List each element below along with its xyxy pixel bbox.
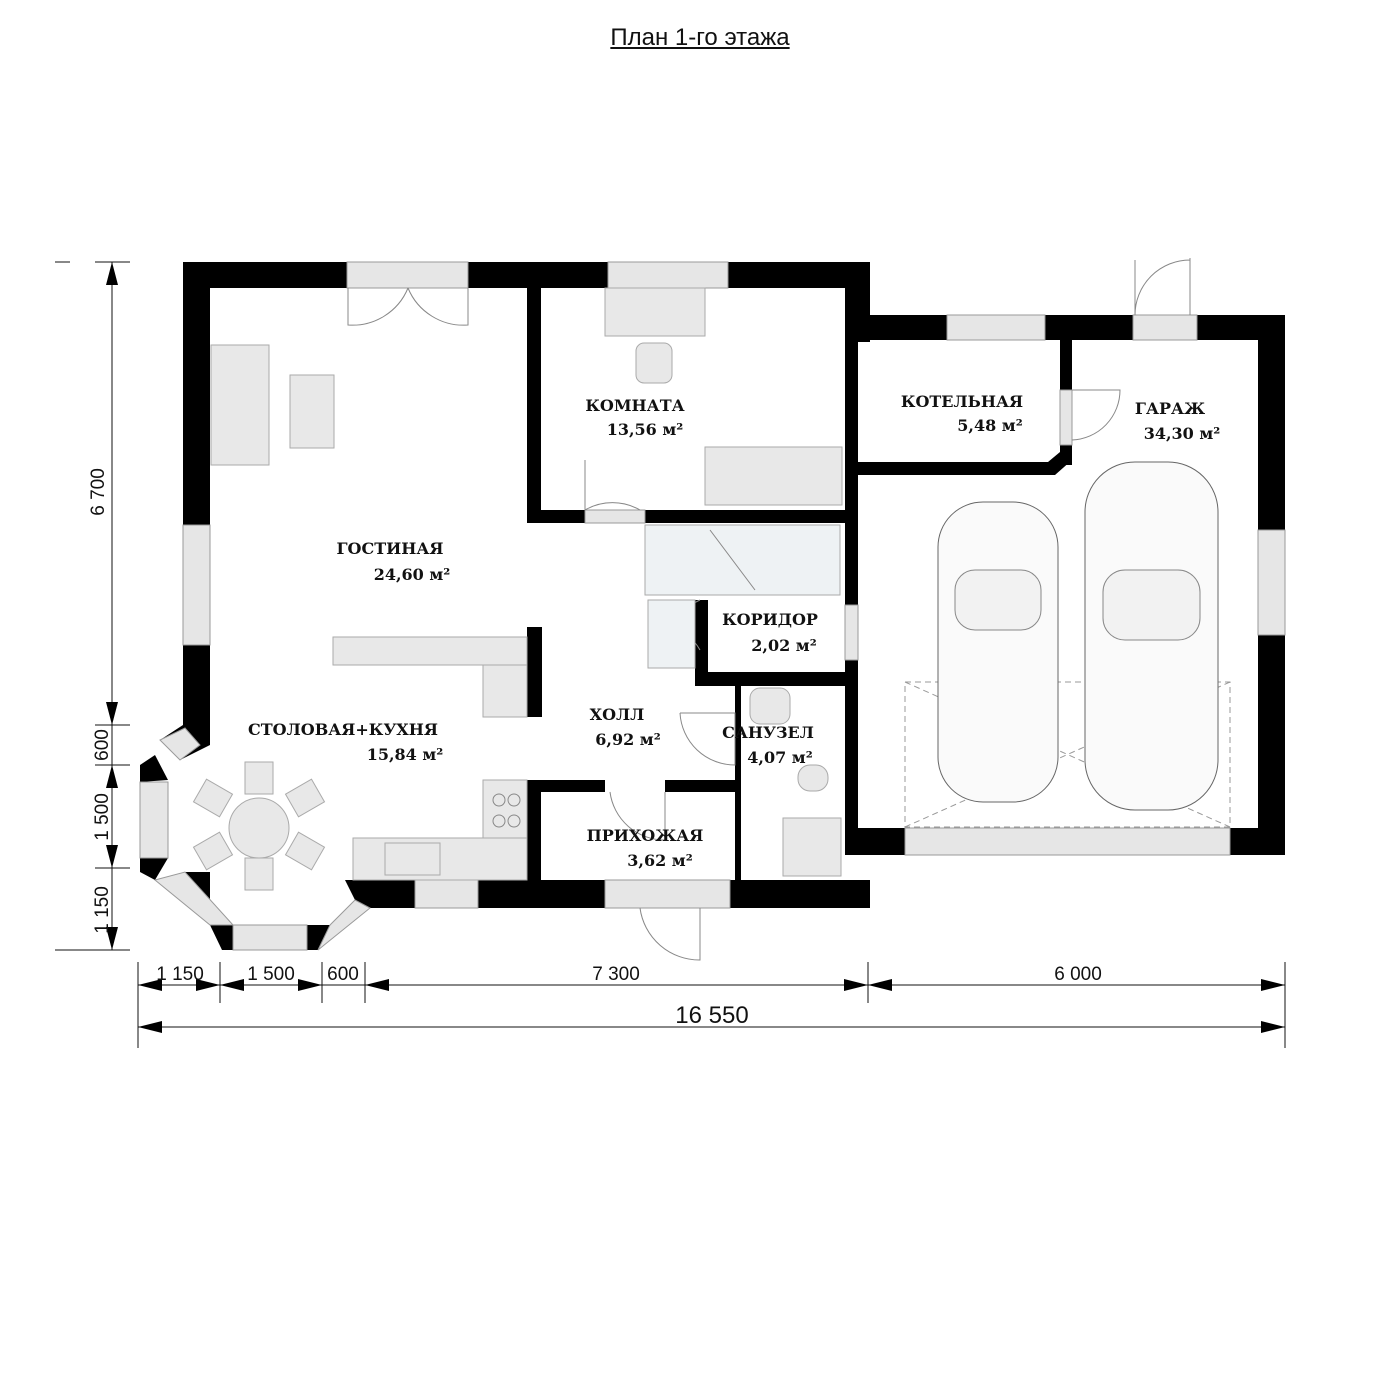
room-area: 13,56 м²	[607, 420, 684, 439]
room-name: ПРИХОЖАЯ	[587, 826, 704, 845]
sink-icon	[384, 842, 441, 876]
dimension-label: 600	[92, 729, 113, 761]
room-area: 3,62 м²	[627, 851, 692, 870]
sofa-icon	[210, 344, 270, 466]
room-area: 24,60 м²	[374, 565, 451, 584]
dimension-label: 6 700	[88, 468, 109, 516]
room-name: ГАРАЖ	[1135, 399, 1205, 418]
furniture	[192, 287, 1219, 891]
room-area: 2,02 м²	[751, 636, 816, 655]
room-name: КОРИДОР	[722, 610, 818, 629]
door-swings	[347, 258, 1191, 961]
dimension-label: 1 150	[92, 886, 113, 934]
windows	[139, 261, 1286, 951]
shower-icon	[782, 817, 842, 877]
vertical-dimension-line: 6 700 600 1 500 1 150	[55, 261, 130, 951]
desk-icon	[604, 287, 706, 337]
kitchen-island	[332, 636, 528, 666]
chair-icon	[635, 342, 673, 384]
staircase-icon	[644, 524, 841, 669]
toilet-icon	[797, 764, 829, 792]
washbasin-icon	[749, 687, 791, 725]
dimension-label: 600	[327, 964, 359, 985]
car-icon	[937, 501, 1059, 803]
plan-title: План 1-го этажа	[610, 24, 790, 51]
room-area: 6,92 м²	[595, 730, 660, 749]
coffee-table-icon	[289, 374, 335, 449]
room-name: ХОЛЛ	[590, 705, 645, 724]
dimension-label: 7 300	[592, 964, 640, 985]
room-area: 15,84 м²	[367, 745, 444, 764]
dining-table-icon	[192, 761, 326, 891]
horizontal-dimension-line: 1 150 1 500 600 7 300 6 000 16 550	[137, 962, 1286, 1048]
room-labels: КОМНАТА 13,56 м² КОТЕЛЬНАЯ 5,48 м² ГАРАЖ…	[248, 392, 1220, 870]
total-dimension-label: 16 550	[675, 1002, 748, 1029]
bed-icon	[704, 446, 843, 506]
room-name: КОМНАТА	[585, 396, 684, 415]
room-name: КОТЕЛЬНАЯ	[901, 392, 1023, 411]
room-name: САНУЗЕЛ	[722, 723, 814, 742]
dimension-label: 1 150	[156, 964, 204, 985]
stove-icon	[482, 779, 528, 839]
dimension-label: 1 500	[92, 793, 113, 841]
dimension-label: 6 000	[1054, 964, 1102, 985]
room-name: ГОСТИНАЯ	[337, 539, 444, 558]
car-icon	[1084, 461, 1219, 811]
dimension-label: 1 500	[247, 964, 295, 985]
room-name: СТОЛОВАЯ+КУХНЯ	[248, 720, 438, 739]
room-area: 5,48 м²	[957, 416, 1022, 435]
room-area: 34,30 м²	[1144, 424, 1221, 443]
parking-area	[904, 681, 1231, 828]
room-area: 4,07 м²	[747, 748, 812, 767]
